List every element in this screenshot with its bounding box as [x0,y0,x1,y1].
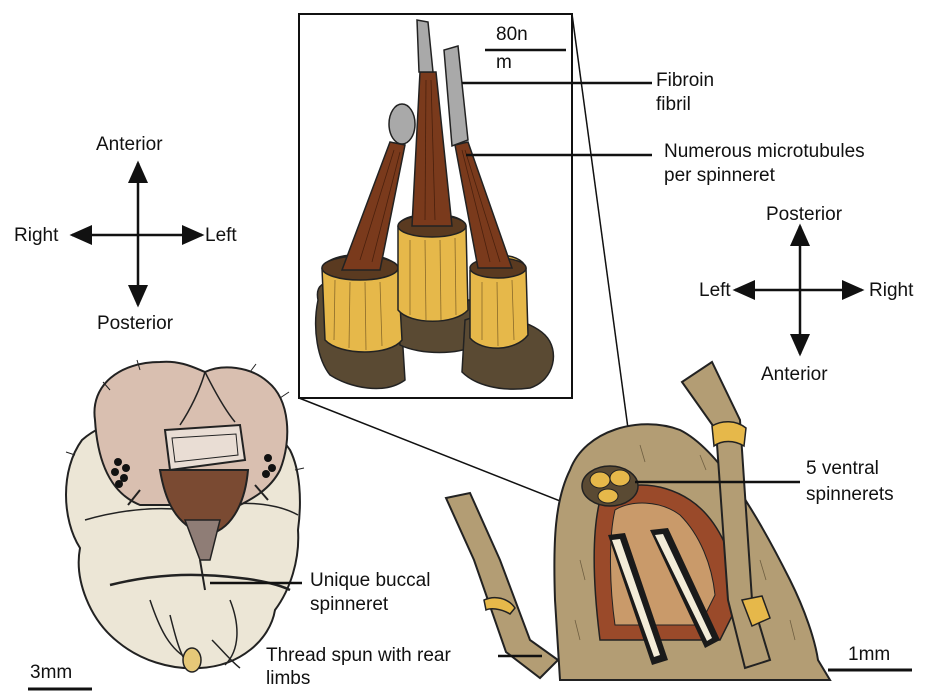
larva-illustration [66,360,304,672]
scale-label-3mm: 3mm [30,662,72,684]
label-ventral-line1: 5 ventral [806,458,879,480]
label-microtubules-line1: Numerous microtubules [664,141,865,163]
label-buccal-line2: spinneret [310,594,388,616]
label-ventral-line2: spinnerets [806,484,894,506]
inset-scale-label-1: 80n [496,24,528,46]
compass-right-right: Right [869,280,913,302]
label-fibroin-line1: Fibroin [656,70,714,92]
compass-left-posterior: Posterior [97,313,173,335]
compass-right-anterior: Anterior [761,364,828,386]
compass-right-posterior: Posterior [766,204,842,226]
inset-scale-label-2: m [496,52,512,74]
label-thread-line1: Thread spun with rear [266,645,451,667]
label-thread-line2: limbs [266,668,310,690]
scale-label-1mm: 1mm [848,644,890,666]
label-microtubules-line2: per spinneret [664,165,775,187]
compass-left-left: Left [205,225,237,247]
compass-left-right: Right [14,225,58,247]
abdomen-illustration [446,362,830,680]
inset-box [299,14,572,398]
label-buccal-line1: Unique buccal [310,570,430,592]
compass-right-left: Left [699,280,731,302]
compass-right [735,226,862,354]
compass-left [72,163,202,305]
label-fibroin-line2: fibril [656,94,691,116]
compass-left-anterior: Anterior [96,134,163,156]
